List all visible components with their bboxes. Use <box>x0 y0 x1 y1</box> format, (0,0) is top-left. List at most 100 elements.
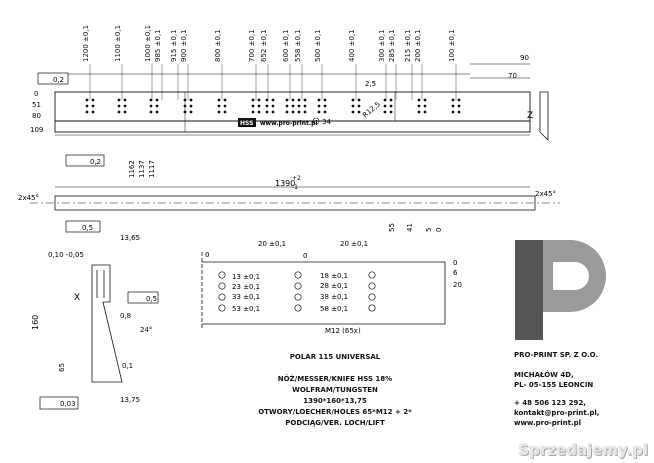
holes-detail-frame <box>201 252 446 330</box>
blade-hole <box>291 110 295 114</box>
blade-hole <box>117 98 121 102</box>
top-dim-10: 558 ±0,1 <box>294 29 302 62</box>
blade-hole <box>223 110 227 114</box>
blade-hole <box>389 104 393 108</box>
product-line-2: NÓŻ/MESSER/KNIFE HSS 18% WOLFRAM/TUNGSTE… <box>277 375 393 394</box>
pro-print-logo <box>515 240 606 340</box>
detail-angle: 24° <box>140 326 152 334</box>
hd-right-28: 28 ±0,1 <box>320 282 348 290</box>
product-line-3: 1390*160*13,75 <box>303 397 367 405</box>
tolerance-top-value: 0,2 <box>53 76 64 84</box>
blade-hole <box>451 110 455 114</box>
blade-hole <box>91 98 95 102</box>
top-dim-5: 900 ±0,1 <box>180 29 188 62</box>
length-value: 1390 <box>275 179 295 188</box>
blade-hole <box>417 98 421 102</box>
blade-hole <box>457 98 461 102</box>
blade-hole <box>317 98 321 102</box>
hd-left-zero: 0 <box>205 251 209 259</box>
blade-hole <box>291 104 295 108</box>
blade-hole <box>251 110 255 114</box>
detail-hole <box>294 304 302 312</box>
blade-hole <box>123 104 127 108</box>
detail-65: 65 <box>58 363 66 372</box>
length-tol-upper: +2 <box>292 175 301 182</box>
blade-hole <box>291 98 295 102</box>
tolerance-parallel-value: 0,03 <box>60 400 76 408</box>
detail-profile <box>91 264 123 383</box>
blade-hole <box>457 110 461 114</box>
blade-edge-view <box>30 195 560 211</box>
blade-hole <box>297 98 301 102</box>
blade-hole <box>417 110 421 114</box>
blade-hole <box>317 110 321 114</box>
chamfer-left: 2x45° <box>18 194 39 202</box>
hd-edge-0: 0 <box>453 259 457 267</box>
detail-hole <box>368 282 376 290</box>
blade-hole <box>423 110 427 114</box>
hss-label-box <box>238 118 256 127</box>
hd-left-23: 23 ±0,1 <box>232 283 260 291</box>
hd-top-20a: 20 ±0,1 <box>258 240 286 248</box>
detail-0-8: 0,8 <box>120 312 131 320</box>
top-dim-12: 400 ±0,1 <box>348 29 356 62</box>
blade-hole <box>351 110 355 114</box>
dim-70: 70 <box>508 72 517 80</box>
blade-hole <box>383 104 387 108</box>
top-dim-4: 915 ±0,1 <box>170 29 178 62</box>
blade-hole <box>451 104 455 108</box>
hd-left-33: 33 ±0,1 <box>232 293 260 301</box>
dim-1162: 1162 <box>128 160 136 178</box>
detail-hole <box>294 271 302 279</box>
dim-2-5: 2,5 <box>365 80 376 88</box>
blade-hole <box>217 110 221 114</box>
blade-hole <box>123 110 127 114</box>
detail-hole <box>218 304 226 312</box>
top-dim-0: 1200 ±0,1 <box>82 25 90 62</box>
blade-hole <box>303 98 307 102</box>
dim-1137: 1137 <box>138 160 146 178</box>
top-dim-1: 1100 ±0,1 <box>114 25 122 62</box>
blade-hole <box>217 104 221 108</box>
left-dim-0: 0 <box>34 90 38 98</box>
blade-hole <box>389 110 393 114</box>
blade-hole <box>251 98 255 102</box>
blade-hole <box>285 104 289 108</box>
top-dim-6: 800 ±0,1 <box>214 29 222 62</box>
top-dim-3: 985 ±0,1 <box>154 29 162 62</box>
blade-hole <box>257 98 261 102</box>
url-label: www.pro-print.pl <box>260 120 317 127</box>
blade-hole <box>317 104 321 108</box>
blade-hole <box>357 98 361 102</box>
detail-holes <box>218 271 376 312</box>
blade-hole <box>351 98 355 102</box>
blade-hole <box>265 98 269 102</box>
blade-hole <box>423 98 427 102</box>
blade-hole <box>149 104 153 108</box>
tolerance-frame-detail <box>65 220 101 233</box>
hd-thread: M12 (65x) <box>325 327 361 335</box>
hd-top-0b: 0 <box>435 228 443 232</box>
blade-hole <box>183 98 187 102</box>
blade-hole <box>223 104 227 108</box>
blade-hole <box>451 98 455 102</box>
blade-hole <box>357 110 361 114</box>
detail-thickness: 13,75 <box>120 396 140 404</box>
blade-hole <box>257 110 261 114</box>
left-dim-80: 80 <box>32 112 41 120</box>
top-dim-7: 700 ±0,1 <box>248 29 256 62</box>
blade-hole <box>417 104 421 108</box>
blade-hole <box>357 104 361 108</box>
top-dim-11: 500 ±0,1 <box>314 29 322 62</box>
hd-right-38: 38 ±0,1 <box>320 293 348 301</box>
hss-label: HSS <box>240 120 253 127</box>
top-dim-15: 215 ±0,1 <box>404 29 412 62</box>
product-line-1: POLAR 115 UNIVERSAL <box>289 353 381 361</box>
top-dim-14: 285 ±0,1 <box>388 29 396 62</box>
chamfer-right: 2x45° <box>535 190 556 198</box>
blade-hole <box>271 110 275 114</box>
detail-0-1: 0,1 <box>122 362 133 370</box>
top-dim-2: 1000 ±0,1 <box>144 25 152 62</box>
